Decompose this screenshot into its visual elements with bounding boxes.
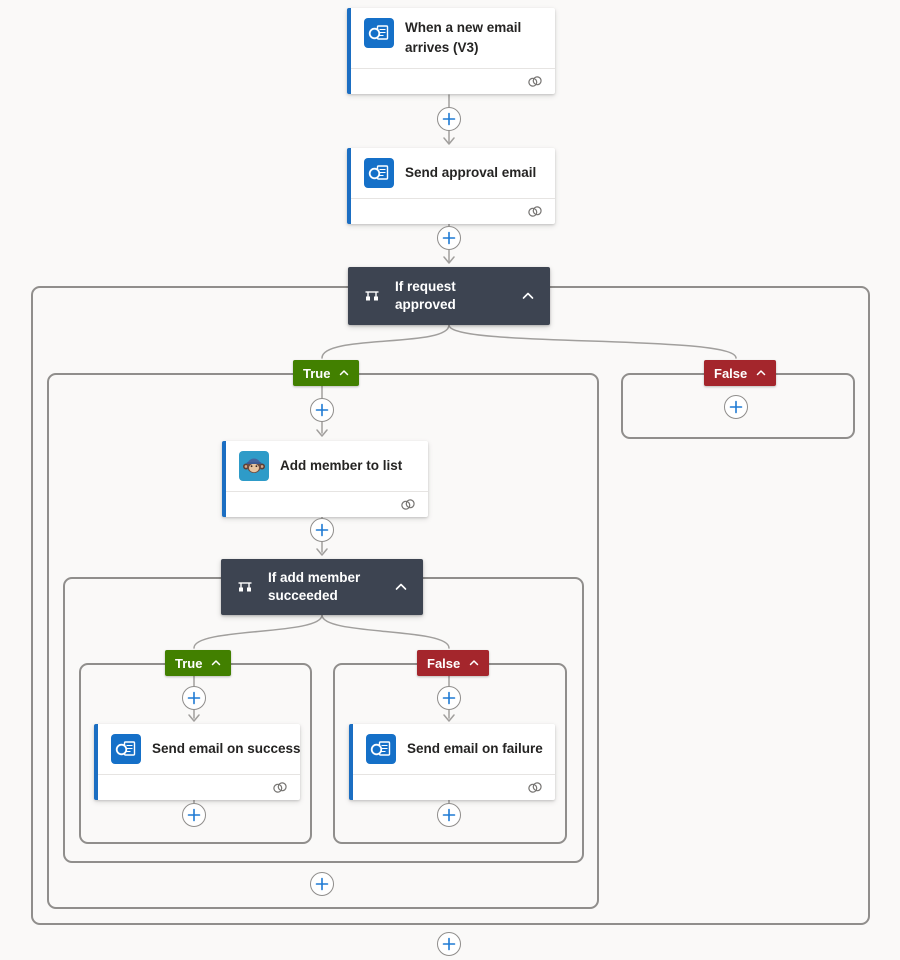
plus-icon: [315, 523, 329, 537]
inner-false-branch-badge[interactable]: False: [417, 650, 490, 676]
plus-icon: [442, 808, 456, 822]
insert-step-button[interactable]: [310, 398, 334, 422]
connection-link-icon[interactable]: [399, 498, 417, 511]
plus-icon: [442, 691, 456, 705]
card-title: When a new email arrives (V3): [405, 20, 522, 55]
branch-label: True: [303, 365, 331, 381]
card-title: Send approval email: [405, 165, 537, 180]
plus-icon: [187, 691, 201, 705]
outlook-icon: [364, 18, 394, 48]
action-card-add-member-to-list[interactable]: Add member to list: [222, 441, 428, 517]
condition-card-if-request-approved[interactable]: If request approved: [348, 267, 550, 325]
connection-link-icon[interactable]: [526, 205, 544, 218]
plus-icon: [442, 231, 456, 245]
inner-true-branch-badge[interactable]: True: [165, 650, 232, 676]
plus-icon: [442, 112, 456, 126]
insert-step-button[interactable]: [437, 107, 461, 131]
action-card-send-email-on-success[interactable]: Send email on success: [94, 724, 301, 800]
outlook-icon: [364, 158, 394, 188]
trigger-card-when-new-email-arrives[interactable]: When a new email arrives (V3): [347, 8, 555, 94]
insert-step-button[interactable]: [437, 803, 461, 827]
chevron-up-icon: [212, 660, 221, 666]
branch-label: False: [427, 655, 461, 671]
condition-card-if-add-member-succeeded[interactable]: If add member succeeded: [221, 559, 423, 615]
condition-icon: [238, 582, 252, 592]
condition-title: If add member succeeded: [268, 570, 361, 603]
chevron-up-icon[interactable]: [393, 579, 409, 595]
outlook-icon: [366, 734, 396, 764]
chevron-up-icon: [470, 660, 479, 666]
connection-link-icon[interactable]: [526, 781, 544, 794]
action-card-send-approval-email[interactable]: Send approval email: [347, 148, 555, 224]
connection-link-icon[interactable]: [526, 75, 544, 88]
plus-icon: [315, 877, 329, 891]
outlook-icon: [111, 734, 141, 764]
card-title: Send email on failure: [407, 741, 543, 756]
mailchimp-icon: [239, 451, 269, 481]
card-title: Add member to list: [280, 458, 403, 473]
action-card-send-email-on-failure[interactable]: Send email on failure: [349, 724, 555, 800]
insert-step-button[interactable]: [437, 226, 461, 250]
insert-step-button[interactable]: [724, 395, 748, 419]
chevron-up-icon[interactable]: [520, 288, 536, 304]
insert-step-button[interactable]: [437, 686, 461, 710]
plus-icon: [729, 400, 743, 414]
plus-icon: [442, 937, 456, 951]
condition-icon: [365, 291, 379, 301]
plus-icon: [315, 403, 329, 417]
chevron-up-icon: [340, 370, 349, 376]
false-branch-badge[interactable]: False: [704, 360, 777, 386]
insert-step-button[interactable]: [310, 872, 334, 896]
insert-step-button[interactable]: [182, 803, 206, 827]
insert-step-button[interactable]: [310, 518, 334, 542]
true-branch-badge[interactable]: True: [293, 360, 360, 386]
plus-icon: [187, 808, 201, 822]
branch-label: False: [714, 365, 748, 381]
chevron-up-icon: [757, 370, 766, 376]
insert-step-button[interactable]: [182, 686, 206, 710]
card-title: Send email on success: [152, 741, 301, 756]
branch-label: True: [175, 655, 203, 671]
connection-link-icon[interactable]: [271, 781, 289, 794]
condition-title: If request approved: [395, 279, 456, 312]
insert-step-button[interactable]: [437, 932, 461, 956]
